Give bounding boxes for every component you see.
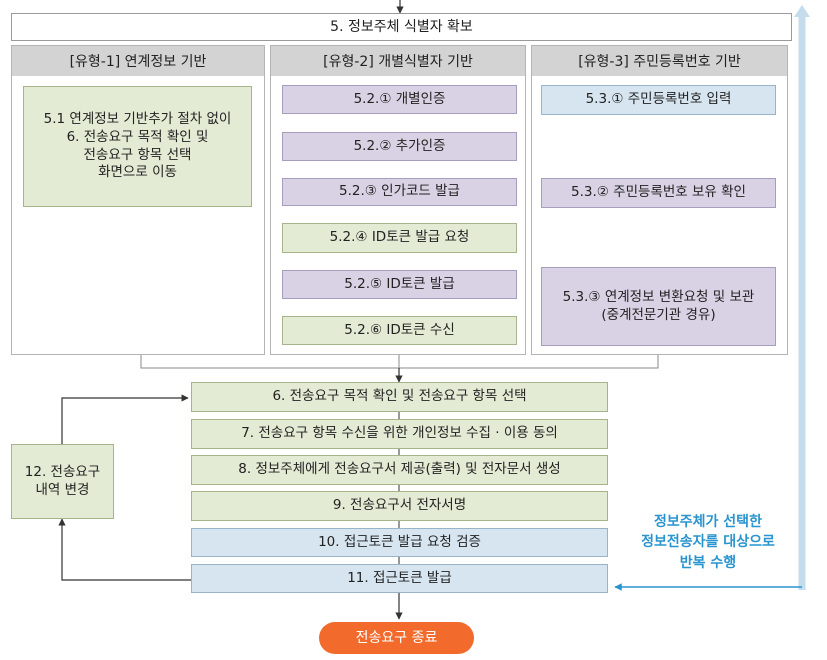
step-5-3-2-label: 5.3.② 주민등록번호 보유 확인 bbox=[571, 184, 746, 201]
step-5-2-5-label: 5.2.⑤ ID토큰 발급 bbox=[344, 275, 455, 292]
step-9-label: 9. 전송요구서 전자서명 bbox=[332, 497, 467, 514]
loop-12-to-6 bbox=[61, 394, 189, 444]
panel-type-1: [유형-1] 연계정보 기반 5.1 연계정보 기반추가 절차 없이 6. 전송… bbox=[11, 45, 265, 355]
step-5-1-box: 5.1 연계정보 기반추가 절차 없이 6. 전송요구 목적 확인 및 전송요구… bbox=[23, 86, 252, 207]
step-8-box: 8. 정보주체에게 전송요구서 제공(출력) 및 전자문서 생성 bbox=[191, 455, 608, 485]
step-5-2-4-box: 5.2.④ ID토큰 발급 요청 bbox=[282, 223, 517, 253]
step-5-3-1-label: 5.3.① 주민등록번호 입력 bbox=[585, 91, 732, 108]
repeat-note: 정보주체가 선택한 정보전송자를 대상으로 반복 수행 bbox=[641, 514, 775, 571]
step-11-label: 11. 접근토큰 발급 bbox=[347, 569, 452, 586]
end-button: 전송요구 종료 bbox=[319, 622, 474, 654]
step-5-3-3-label: 5.3.③ 연계정보 변환요청 및 보관 (중계전문기관 경유) bbox=[562, 288, 755, 323]
panel-type-1-title: [유형-1] 연계정보 기반 bbox=[69, 54, 207, 70]
step-7-label: 7. 전송요구 항목 수신을 위한 개인정보 수집 · 이용 동의 bbox=[241, 425, 558, 442]
step-5-2-2-box: 5.2.② 추가인증 bbox=[282, 132, 517, 161]
step-12-box: 12. 전송요구 내역 변경 bbox=[11, 444, 114, 519]
panel-type-3-title: [유형-3] 주민등록번호 기반 bbox=[578, 54, 741, 70]
repeat-loop-arrowhead bbox=[794, 5, 810, 17]
step-5-2-1-box: 5.2.① 개별인증 bbox=[282, 85, 517, 114]
step-5-1-label: 5.1 연계정보 기반추가 절차 없이 6. 전송요구 목적 확인 및 전송요구… bbox=[43, 111, 232, 181]
end-label: 전송요구 종료 bbox=[355, 629, 438, 646]
step-11-box: 11. 접근토큰 발급 bbox=[191, 564, 608, 593]
step-10-box: 10. 접근토큰 발급 요청 검증 bbox=[191, 528, 608, 557]
step-12-label: 12. 전송요구 내역 변경 bbox=[24, 463, 101, 498]
panel-type-2-title: [유형-2] 개별식별자 기반 bbox=[323, 54, 473, 70]
step-5-box: 5. 정보주체 식별자 확보 bbox=[11, 13, 792, 41]
step-5-3-2-box: 5.3.② 주민등록번호 보유 확인 bbox=[541, 178, 776, 208]
step-6-box: 6. 전송요구 목적 확인 및 전송요구 항목 선택 bbox=[191, 382, 608, 412]
step-7-box: 7. 전송요구 항목 수신을 위한 개인정보 수집 · 이용 동의 bbox=[191, 419, 608, 449]
step-5-2-1-label: 5.2.① 개별인증 bbox=[353, 90, 446, 107]
step-5-2-5-box: 5.2.⑤ ID토큰 발급 bbox=[282, 270, 517, 299]
step-8-label: 8. 정보주체에게 전송요구서 제공(출력) 및 전자문서 생성 bbox=[238, 461, 561, 478]
step-5-2-3-label: 5.2.③ 인가코드 발급 bbox=[339, 183, 460, 200]
step-5-2-2-label: 5.2.② 추가인증 bbox=[353, 137, 446, 154]
panel-type-3-header: [유형-3] 주민등록번호 기반 bbox=[532, 46, 787, 76]
step-5-2-6-box: 5.2.⑥ ID토큰 수신 bbox=[282, 316, 517, 345]
step-5-2-4-label: 5.2.④ ID토큰 발급 요청 bbox=[329, 229, 470, 246]
panel-type-2-header: [유형-2] 개별식별자 기반 bbox=[271, 46, 525, 76]
step-5-3-3-box: 5.3.③ 연계정보 변환요청 및 보관 (중계전문기관 경유) bbox=[541, 267, 776, 346]
panel-type-1-header: [유형-1] 연계정보 기반 bbox=[12, 46, 264, 76]
step-5-2-6-label: 5.2.⑥ ID토큰 수신 bbox=[344, 321, 455, 338]
step-5-label: 5. 정보주체 식별자 확보 bbox=[330, 18, 473, 35]
step-6-label: 6. 전송요구 목적 확인 및 전송요구 항목 선택 bbox=[272, 388, 527, 405]
step-5-3-1-box: 5.3.① 주민등록번호 입력 bbox=[541, 85, 776, 115]
step-9-box: 9. 전송요구서 전자서명 bbox=[191, 491, 608, 521]
step-10-label: 10. 접근토큰 발급 요청 검증 bbox=[318, 533, 481, 550]
loop-11-to-12 bbox=[58, 518, 191, 581]
step-5-2-3-box: 5.2.③ 인가코드 발급 bbox=[282, 178, 517, 206]
